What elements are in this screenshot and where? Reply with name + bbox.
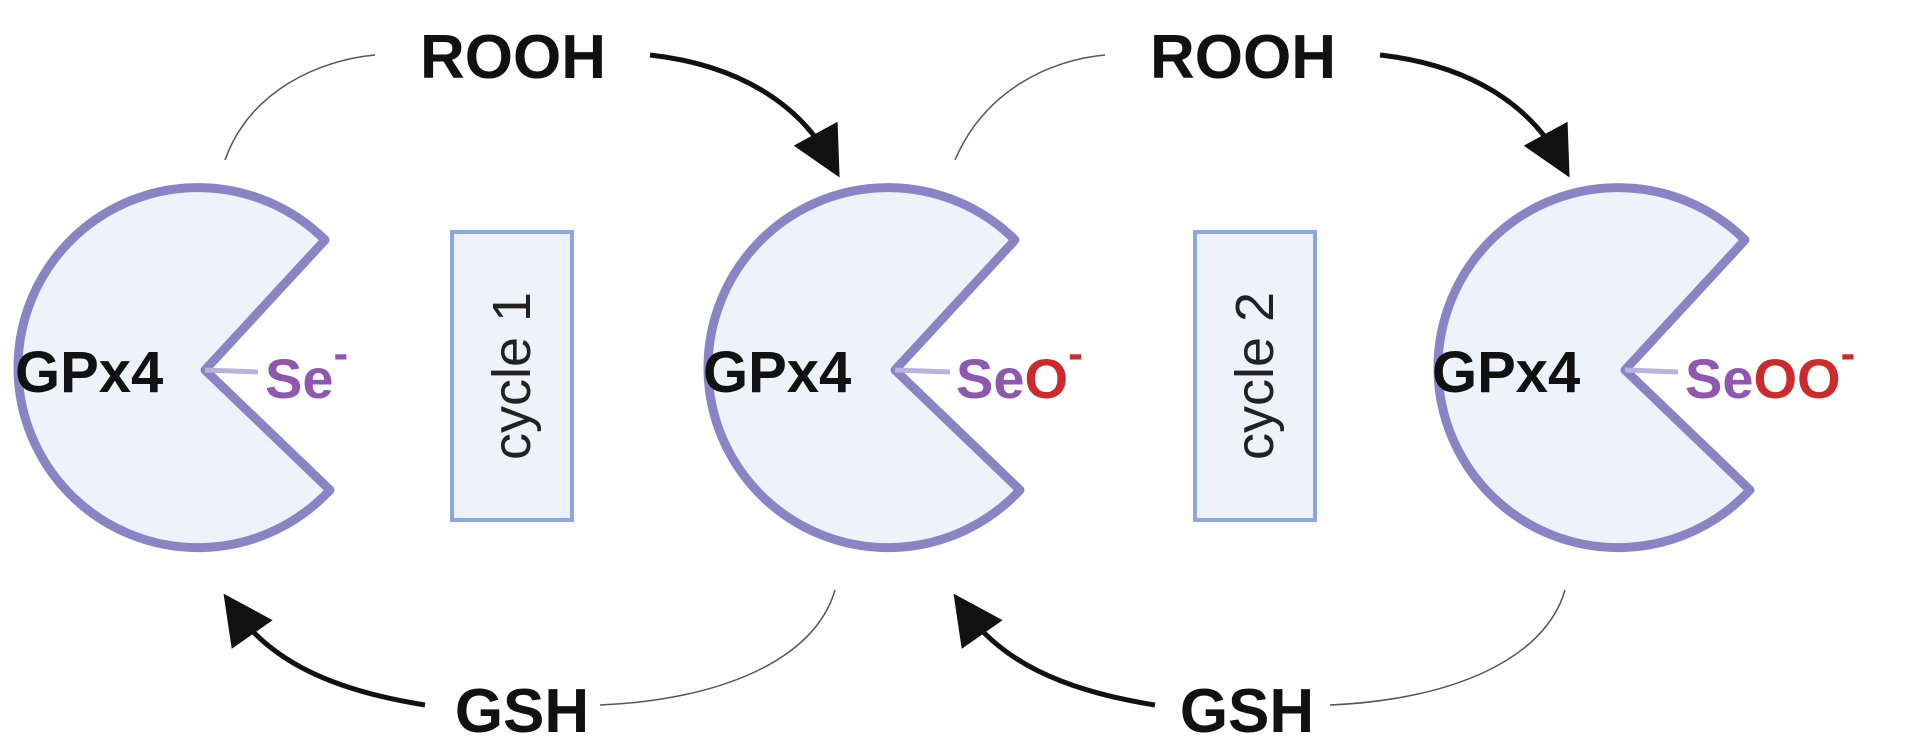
selenium-bond (1624, 367, 1679, 375)
selenium-group: SeOO- (1685, 329, 1855, 410)
cycle-box-2: cycle 2 (1193, 230, 1317, 522)
rooh-arrow-2 (1379, 52, 1570, 178)
enzyme-label: GPx4 (1432, 340, 1580, 405)
connector-arc-top-1 (224, 54, 376, 161)
cycle-box-1: cycle 1 (450, 230, 574, 522)
selenium-bond (894, 367, 951, 375)
connector-arc-top-2 (954, 54, 1106, 161)
reagent-rooh-2: ROOH (1150, 23, 1336, 92)
selenium-group: SeO- (956, 329, 1083, 410)
gsh-arrow-1 (223, 593, 426, 708)
selenium-group: Se- (265, 329, 348, 410)
enzyme-label: GPx4 (15, 340, 163, 405)
connector-arc-bottom-2 (1329, 589, 1566, 706)
enzyme-gpx4-1: GPx4 Se- (13, 183, 348, 553)
reagent-rooh-1: ROOH (420, 23, 606, 92)
reagent-gsh-2: GSH (1180, 677, 1314, 746)
reagent-gsh-1: GSH (455, 677, 589, 746)
enzyme-body (13, 183, 335, 553)
cycle-label: cycle 1 (482, 292, 542, 460)
enzyme-body (1433, 183, 1755, 553)
cycle-label: cycle 2 (1225, 292, 1285, 460)
connector-arc-bottom-1 (599, 589, 836, 706)
selenium-bond (204, 367, 259, 375)
gsh-arrow-2 (953, 593, 1156, 708)
rooh-arrow-1 (649, 52, 840, 178)
enzyme-label: GPx4 (703, 340, 851, 405)
enzyme-gpx4-2: GPx4 SeO- (703, 183, 1083, 553)
enzyme-body (703, 183, 1025, 553)
enzyme-gpx4-3: GPx4 SeOO- (1432, 183, 1855, 553)
